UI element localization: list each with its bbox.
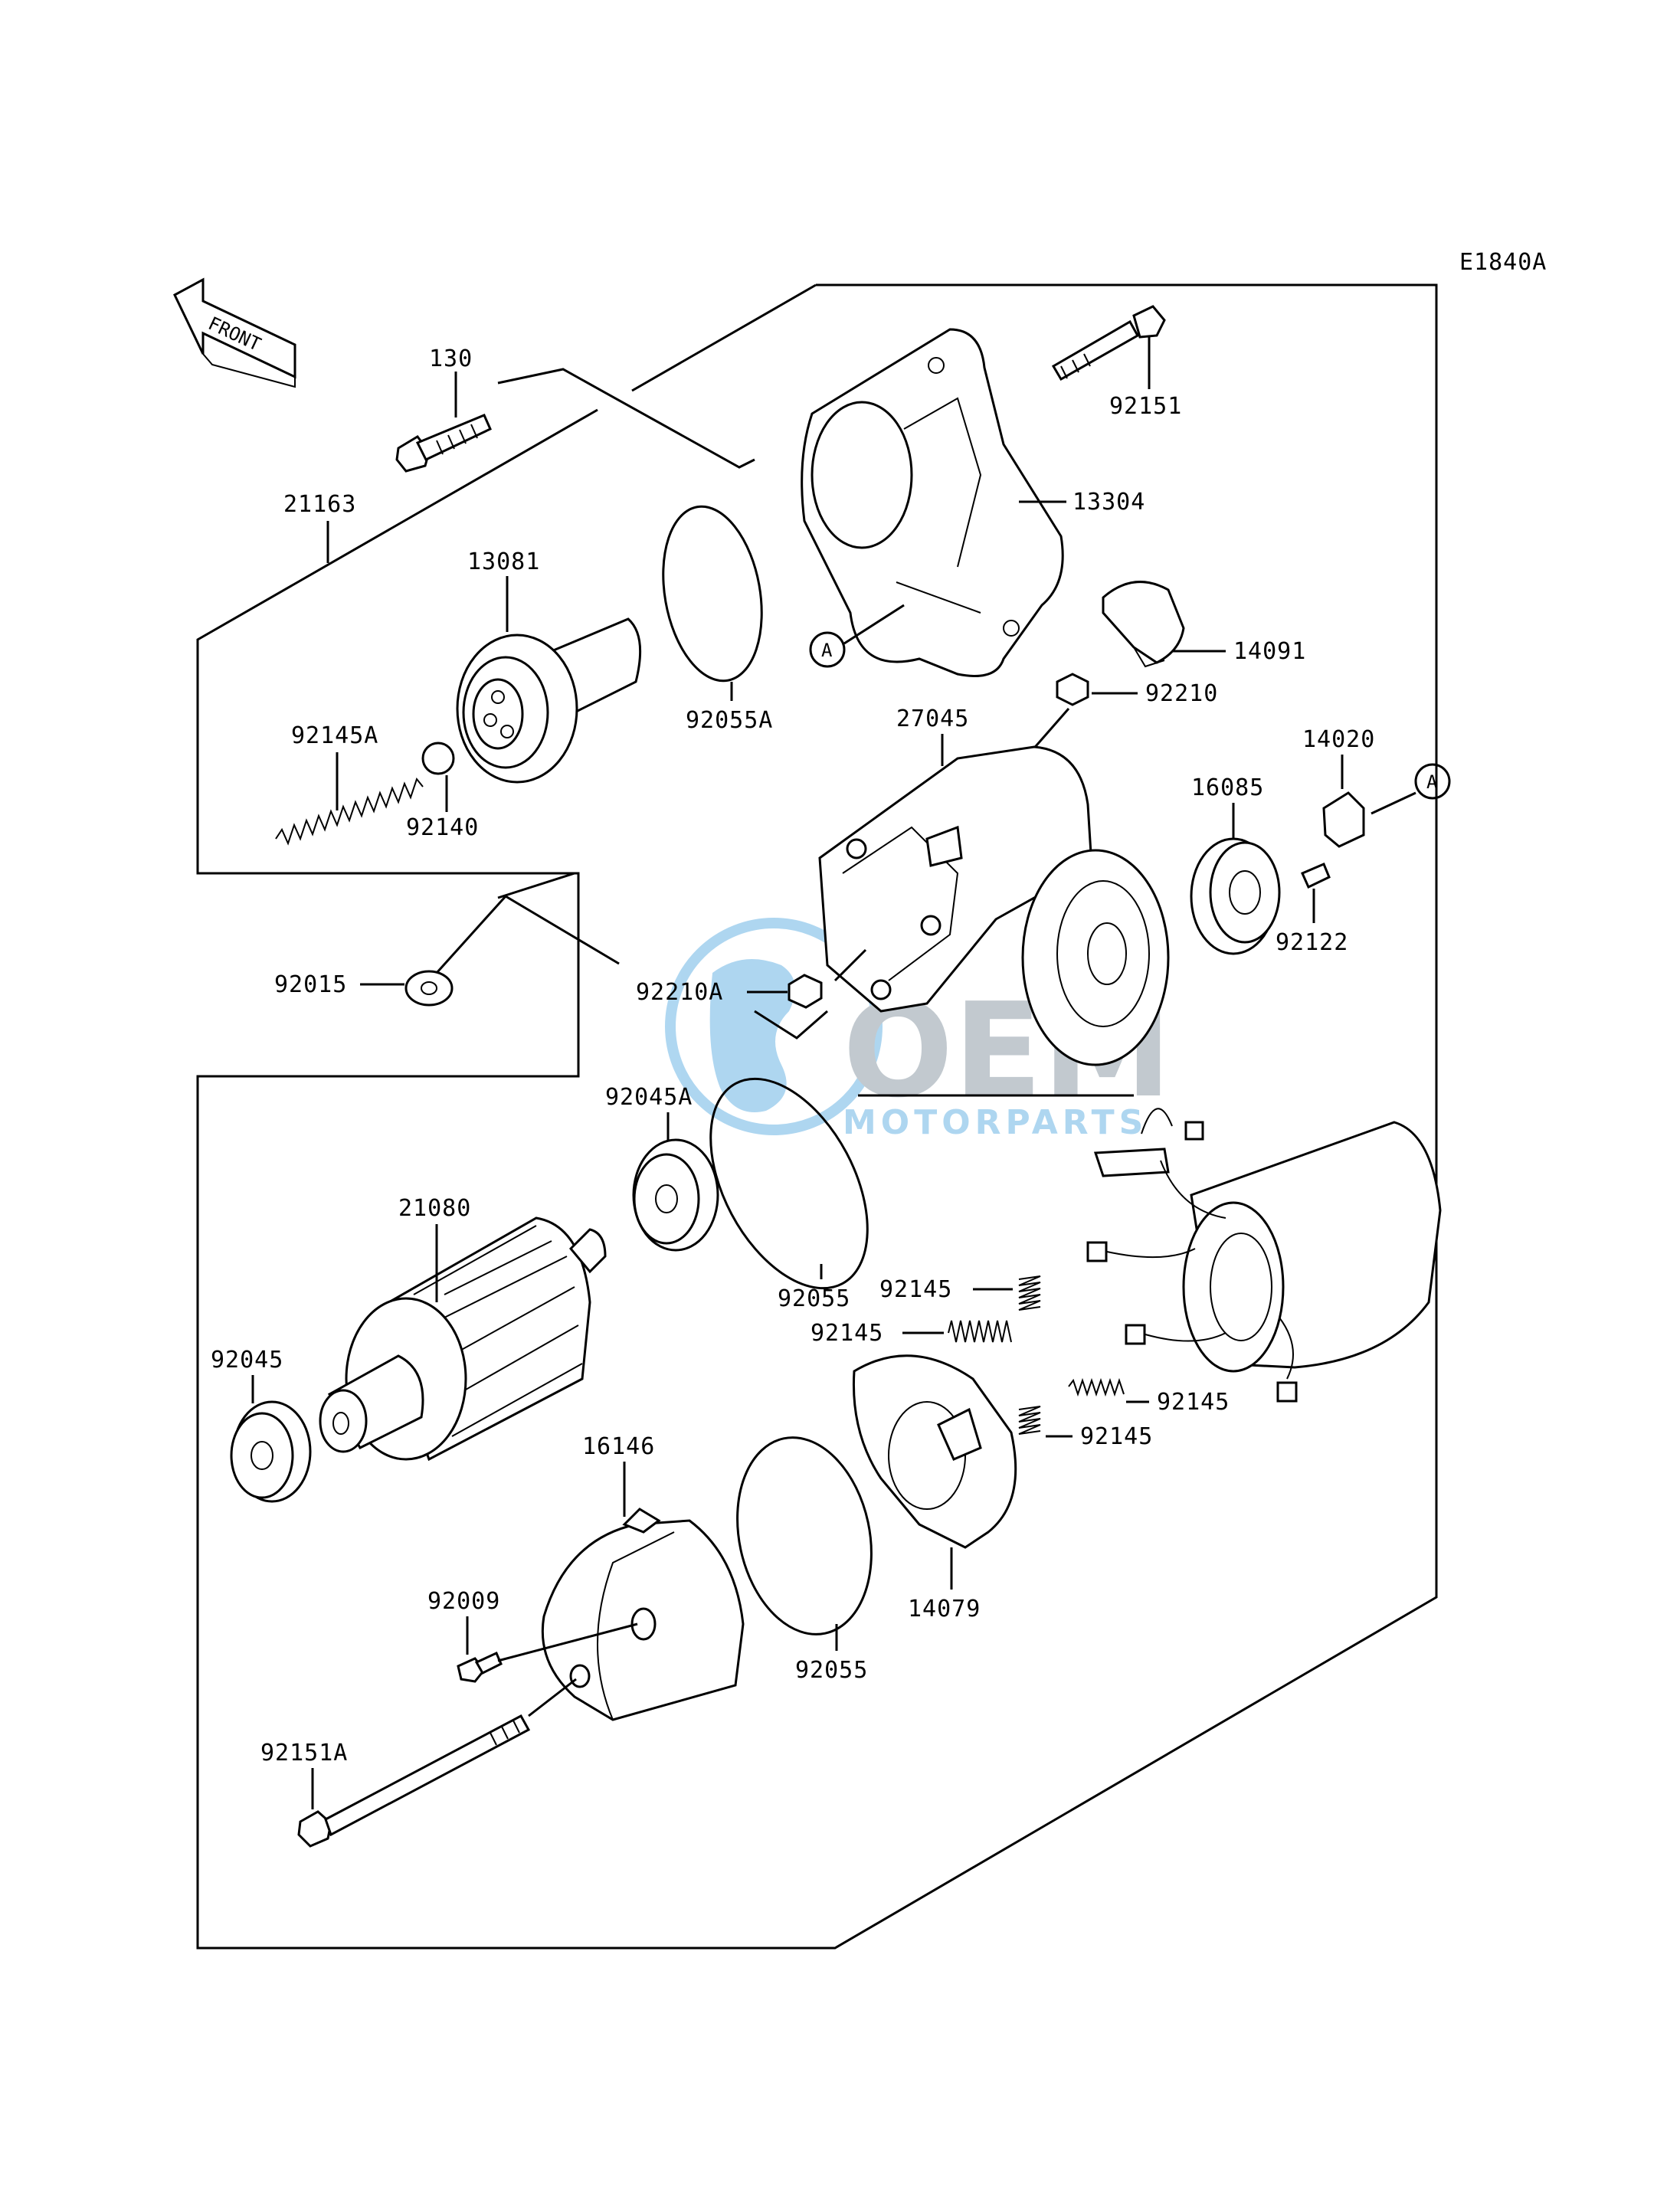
label-14020: 14020 xyxy=(1302,726,1375,753)
oring-92055A xyxy=(662,505,763,683)
label-13081: 13081 xyxy=(467,548,540,575)
washer-92015 xyxy=(404,970,454,1007)
label-92145-c: 92145 xyxy=(1157,1389,1230,1416)
coupler-14020 xyxy=(1322,791,1365,848)
diagram-code: E1840A xyxy=(1459,249,1547,276)
ref-marker-a-upper-text: A xyxy=(821,640,833,661)
ref-marker-a-upper xyxy=(809,631,846,668)
assembly-outline xyxy=(196,283,1438,1950)
through-bolt-92151A xyxy=(297,1714,531,1848)
label-16085: 16085 xyxy=(1191,774,1264,801)
bearing-92045 xyxy=(230,1400,312,1503)
ref-marker-a-right-text: A xyxy=(1426,771,1438,793)
clutch-13081 xyxy=(456,617,642,784)
label-92145-a: 92145 xyxy=(879,1276,952,1303)
watermark-globe-icon xyxy=(665,918,883,1135)
label-92145-d: 92145 xyxy=(1080,1423,1153,1450)
oring-92055-lower xyxy=(736,1436,873,1635)
label-92210A: 92210A xyxy=(636,979,723,1006)
label-92151A: 92151A xyxy=(260,1740,348,1766)
label-92045: 92045 xyxy=(211,1347,283,1374)
bolt-130 xyxy=(395,414,492,473)
spring-92145-a xyxy=(1018,1275,1041,1311)
label-92145-b: 92145 xyxy=(811,1320,883,1347)
label-21080: 21080 xyxy=(398,1195,471,1222)
screw-92009 xyxy=(457,1651,503,1683)
nut-92210 xyxy=(1056,673,1089,706)
gear-16085 xyxy=(1190,837,1281,955)
label-16146: 16146 xyxy=(582,1433,655,1460)
brush-plate-14079 xyxy=(852,1354,1017,1549)
label-92210: 92210 xyxy=(1145,680,1218,707)
label-21163: 21163 xyxy=(283,491,356,518)
end-cover-16146 xyxy=(541,1508,745,1721)
label-14079: 14079 xyxy=(908,1596,981,1622)
ref-marker-a-right xyxy=(1414,763,1451,800)
label-14091: 14091 xyxy=(1233,638,1306,665)
housing-13304 xyxy=(801,328,1064,677)
label-92015: 92015 xyxy=(274,971,347,998)
watermark-subtext: MOTORPARTS xyxy=(843,1103,1148,1142)
label-92122: 92122 xyxy=(1276,929,1348,956)
spring-92145-d xyxy=(1018,1406,1041,1435)
bearing-92045A xyxy=(632,1138,719,1252)
label-92151: 92151 xyxy=(1109,393,1182,420)
label-13304: 13304 xyxy=(1073,489,1145,516)
bolt-92151 xyxy=(1051,305,1166,381)
cap-14091 xyxy=(1102,581,1185,668)
armature-21080 xyxy=(319,1216,607,1462)
housing-27045 xyxy=(818,745,1170,1066)
label-92140: 92140 xyxy=(406,814,479,841)
label-92055-upper: 92055 xyxy=(778,1285,850,1312)
label-92145A: 92145A xyxy=(291,722,378,749)
label-27045: 27045 xyxy=(896,706,969,732)
label-92055-lower: 92055 xyxy=(795,1657,868,1684)
label-92009: 92009 xyxy=(427,1588,500,1615)
watermark-continent-icon xyxy=(709,959,795,1112)
spring-92145-b xyxy=(948,1320,1012,1343)
label-92045A: 92045A xyxy=(605,1084,693,1111)
pin-92122 xyxy=(1301,863,1331,889)
front-arrow-icon: FRONT xyxy=(173,277,296,388)
spring-92145-c xyxy=(1068,1377,1125,1397)
ball-92140 xyxy=(421,742,455,775)
spring-92145A xyxy=(275,777,424,846)
oring-92055-upper xyxy=(709,1077,869,1290)
label-130: 130 xyxy=(429,345,473,372)
nut-92210A xyxy=(788,974,823,1009)
yoke-assembly xyxy=(1086,1108,1442,1403)
label-92055A: 92055A xyxy=(686,707,773,734)
